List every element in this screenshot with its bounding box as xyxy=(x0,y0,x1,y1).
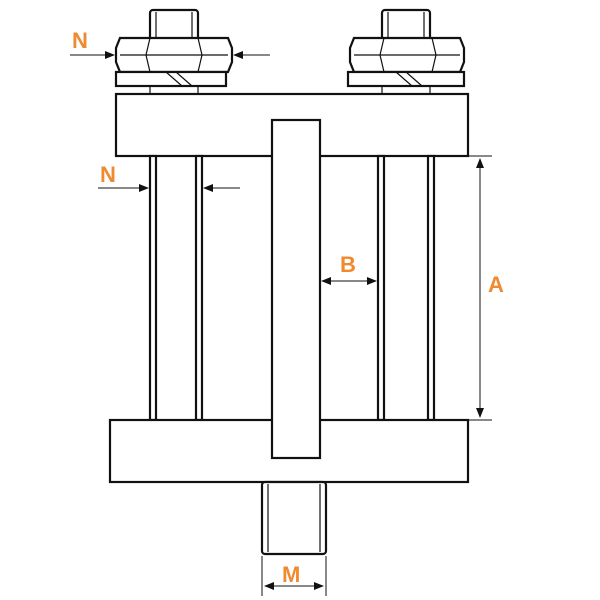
left-hex-nut xyxy=(114,36,234,74)
left-rods xyxy=(148,154,204,422)
label-n-top: N xyxy=(72,28,88,53)
bottom-spindle xyxy=(260,480,328,556)
right-rod-stub xyxy=(381,86,431,94)
label-n-mid: N xyxy=(100,162,116,187)
dimension-m xyxy=(261,556,327,596)
left-washer xyxy=(114,70,228,88)
right-rods xyxy=(376,154,436,422)
left-top-thread xyxy=(148,8,200,44)
right-washer xyxy=(346,70,466,88)
label-a: A xyxy=(488,272,504,297)
label-m: M xyxy=(282,562,300,587)
label-b: B xyxy=(340,252,356,277)
center-plate xyxy=(270,118,322,460)
dimension-a xyxy=(436,155,492,421)
right-hex-nut xyxy=(348,36,466,74)
left-rod-stub xyxy=(149,86,199,94)
